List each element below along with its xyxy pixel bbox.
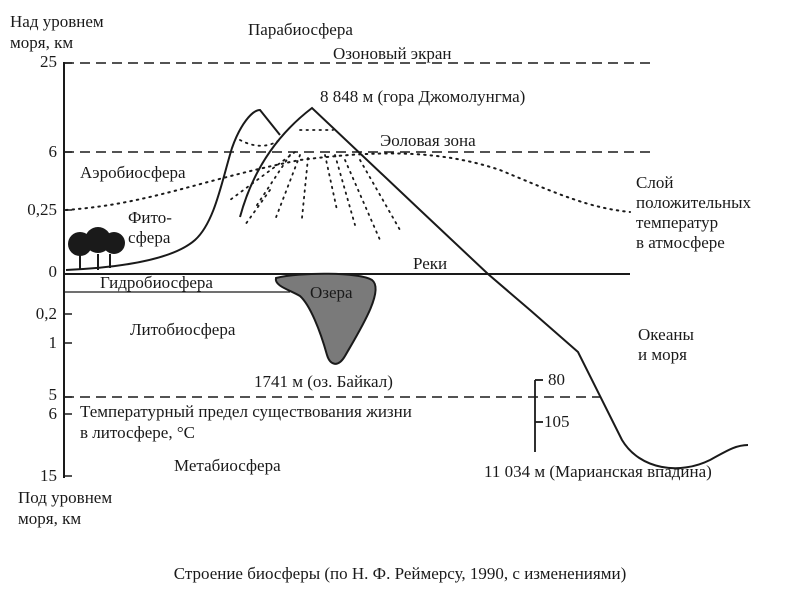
label-ozone-screen: Озоновый экран <box>333 44 452 63</box>
label-parabiosphere: Парабиосфера <box>248 20 353 39</box>
label-phytosphere-line2: сфера <box>128 228 171 247</box>
tick-label-0-25: 0,25 <box>27 200 57 219</box>
label-positive-temp-line2: положительных <box>636 193 752 212</box>
tick-label-15: 15 <box>40 466 57 485</box>
label-aeolian-zone: Эоловая зона <box>380 131 476 150</box>
tick-label-1: 1 <box>48 333 58 352</box>
tick-label-6b: 6 <box>48 404 58 423</box>
trees-icon <box>68 227 125 270</box>
mountain-and-ocean-floor-outline <box>239 106 749 470</box>
axis-title-below-line2: моря, км <box>18 509 82 528</box>
figure-caption: Строение биосферы (по Н. Ф. Реймерсу, 19… <box>173 564 627 583</box>
label-metabiosphere: Метабиосфера <box>174 456 281 475</box>
label-temp-limit-line1: Температурный предел существования жизни <box>80 402 412 421</box>
label-lakes: Озера <box>310 283 353 302</box>
mountain-left-outline <box>65 108 281 271</box>
tick-label-0-2: 0,2 <box>35 304 57 323</box>
mountain-dotted-lines <box>229 129 401 241</box>
positive-temperature-boundary <box>65 152 631 213</box>
label-mariana-trench: 11 034 м (Марианская впадина) <box>484 462 712 481</box>
temperature-bracket <box>534 379 543 452</box>
label-everest: 8 848 м (гора Джомолунгма) <box>320 87 526 106</box>
tick-label-6: 6 <box>48 142 58 161</box>
label-temp-105: 105 <box>544 412 570 431</box>
label-temp-80: 80 <box>548 370 565 389</box>
label-lithobiosphere: Литобиосфера <box>130 320 236 339</box>
label-positive-temp-line4: в атмосфере <box>636 233 725 252</box>
label-phytosphere-line1: Фито- <box>128 208 172 227</box>
axis-title-below-line1: Под уровнем <box>18 488 113 507</box>
label-oceans-line2: и моря <box>638 345 687 364</box>
lake-shape <box>274 272 377 365</box>
axis-title-above-line1: Над уровнем <box>10 12 104 31</box>
tick-label-5: 5 <box>48 385 58 404</box>
label-positive-temp-line1: Слой <box>636 173 674 192</box>
label-baikal: 1741 м (оз. Байкал) <box>254 372 393 391</box>
label-temp-limit-line2: в литосфере, °C <box>80 423 195 442</box>
label-aerobiosphere: Аэробиосфера <box>80 163 186 182</box>
tick-label-0: 0 <box>48 262 58 281</box>
axis-title-above-line2: моря, км <box>10 33 74 52</box>
label-positive-temp-line3: температур <box>636 213 719 232</box>
tick-label-25: 25 <box>40 52 57 71</box>
label-rivers: Реки <box>413 254 448 273</box>
label-oceans-line1: Океаны <box>638 325 694 344</box>
label-hydrobiosphere: Гидробиосфера <box>100 273 213 292</box>
